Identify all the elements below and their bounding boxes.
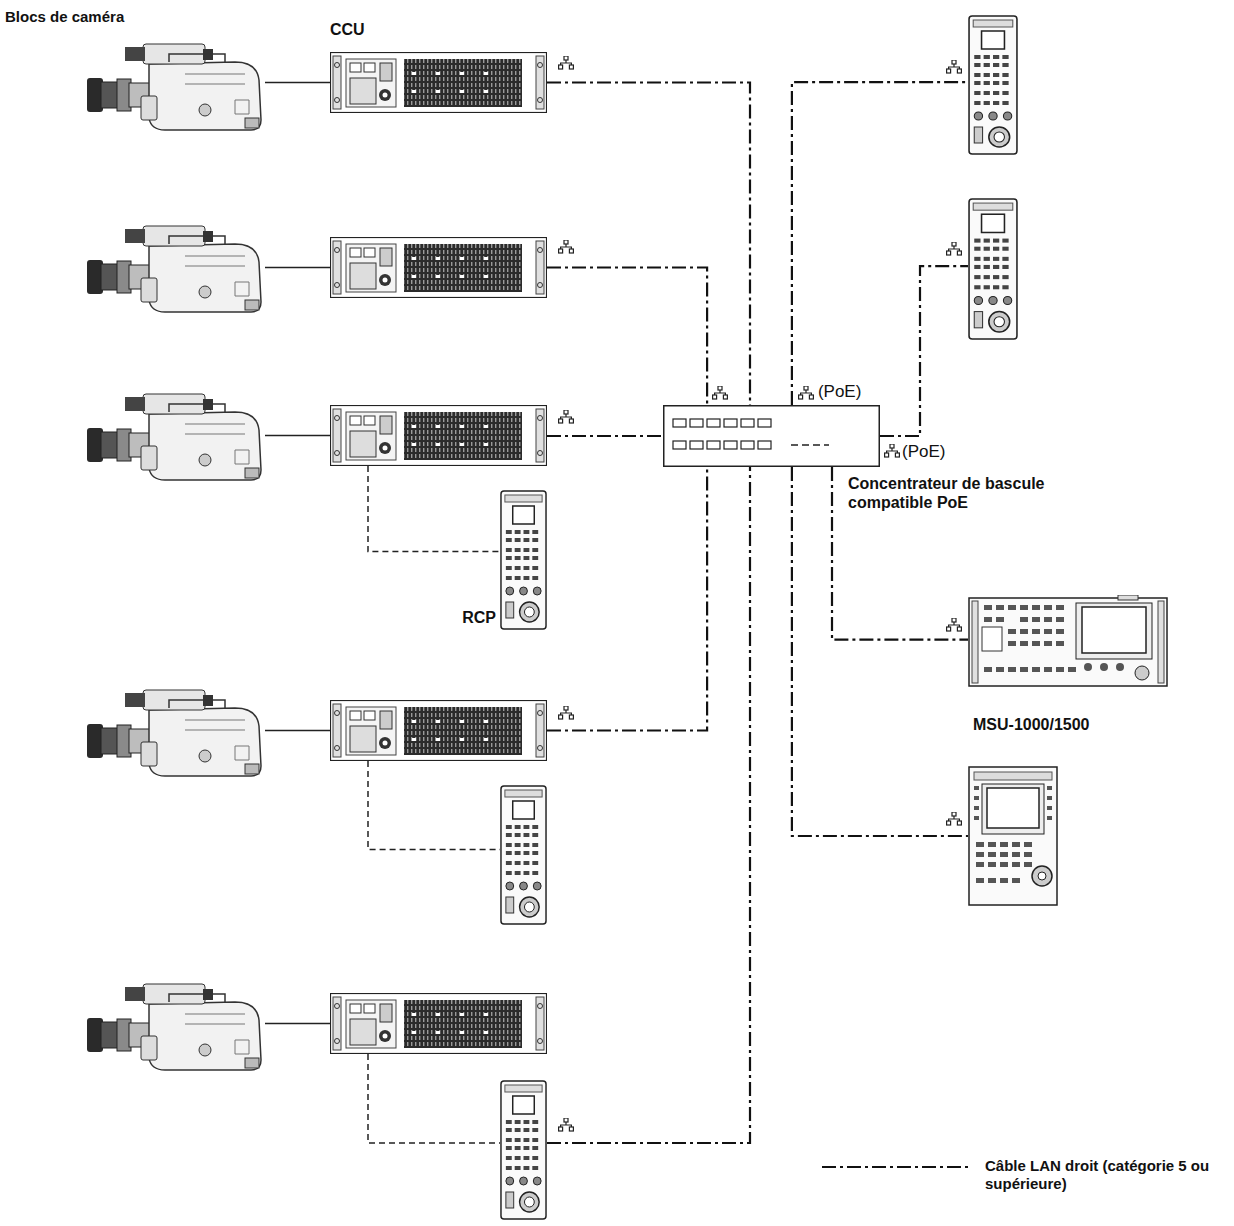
lan-port-icon: [713, 386, 728, 399]
rcp-panel-illustration: [501, 491, 546, 629]
port-label: (PoE): [902, 442, 972, 461]
rcp-panel-drawing: [968, 198, 1018, 340]
camera-block: [85, 390, 265, 485]
camera-block-drawing: [85, 40, 265, 135]
camera-block-drawing: [85, 222, 265, 317]
camera-cable: [265, 267, 330, 268]
ccu-unit-illustration: [331, 406, 547, 466]
camera-block-drawing: [85, 390, 265, 485]
lan-port-icon: [559, 410, 574, 423]
camera-block: [85, 40, 265, 135]
port-label: (PoE): [818, 382, 888, 401]
lan-cable: [880, 266, 968, 436]
lan-cable: [547, 268, 707, 406]
lan-port-icon: [559, 1118, 574, 1131]
ccu-unit: [330, 237, 547, 298]
device-label: RCP: [448, 608, 496, 627]
msu-panel-illustration: [969, 767, 1057, 905]
lan-port-icon: [947, 242, 962, 255]
lan-port-icon: [799, 386, 814, 399]
poe-switch-hub: Concentrateur de bascule compatible PoE: [663, 405, 880, 467]
lan-cable: [832, 467, 968, 640]
lan-port-icon: [947, 812, 962, 825]
lan-port-icon: [559, 706, 574, 719]
rcp-panel-illustration: [501, 786, 546, 924]
msu-panel-drawing: [968, 595, 1168, 688]
camera-cable: [265, 435, 330, 436]
ccu-unit-drawing: [330, 993, 547, 1054]
ccu-unit-drawing: [330, 52, 547, 113]
lan-cable: [547, 83, 750, 406]
ccu-unit-drawing: [330, 237, 547, 298]
rcp-panel-drawing: [500, 785, 547, 925]
rcp-panel-drawing: [968, 15, 1018, 155]
rcp-panel-illustration: [501, 1081, 546, 1219]
lan-cable: [547, 467, 750, 1143]
lan-port-icon: [559, 240, 574, 253]
camera-block-illustration: [87, 226, 261, 312]
rcp-panel-illustration: [969, 16, 1017, 154]
rcp-panel: [500, 1080, 547, 1220]
camera-block-illustration: [87, 394, 261, 480]
lan-port-icon: [947, 618, 962, 631]
camera-block-drawing: [85, 980, 265, 1075]
rcp-cable: [368, 761, 500, 849]
poe-switch-hub-drawing: [663, 405, 880, 467]
rcp-panel: [500, 785, 547, 925]
ccu-unit: CCU: [330, 52, 547, 113]
camera-block: [85, 980, 265, 1075]
ccu-unit: [330, 993, 547, 1054]
camera-cable: [265, 730, 330, 731]
camera-block-illustration: [87, 690, 261, 776]
lan-port-icon: [885, 444, 900, 457]
ccu-unit-drawing: [330, 700, 547, 761]
poe-switch-hub-illustration: [664, 406, 880, 467]
legend-line-sample: [822, 1166, 970, 1168]
ccu-unit: [330, 405, 547, 466]
camera-block: [85, 686, 265, 781]
ccu-unit-illustration: [331, 238, 547, 298]
lan-cable: [547, 467, 707, 731]
group-label: Blocs de caméra: [5, 7, 205, 26]
ccu-unit-illustration: [331, 701, 547, 761]
rcp-panel: [968, 15, 1018, 155]
ccu-unit-illustration: [331, 994, 547, 1054]
camera-cable: [265, 82, 330, 83]
camera-block-illustration: [87, 984, 261, 1070]
lan-cable: [792, 467, 968, 836]
lan-port-icon: [947, 60, 962, 73]
rcp-panel: RCP: [500, 490, 547, 630]
rcp-panel: [968, 198, 1018, 340]
ccu-unit: [330, 700, 547, 761]
msu-panel: MSU-1000/1500: [968, 595, 1168, 688]
ccu-unit-drawing: [330, 405, 547, 466]
camera-block: [85, 222, 265, 317]
rcp-panel-drawing: [500, 490, 547, 630]
ccu-unit-illustration: [331, 53, 547, 113]
camera-cable: [265, 1023, 330, 1024]
rcp-cable: [368, 1054, 500, 1143]
camera-block-drawing: [85, 686, 265, 781]
rcp-panel-drawing: [500, 1080, 547, 1220]
device-label: MSU-1000/1500: [973, 715, 1193, 734]
msu-panel-illustration: [969, 595, 1167, 686]
device-label: Concentrateur de bascule compatible PoE: [848, 474, 1078, 512]
rcp-panel-illustration: [969, 199, 1017, 339]
rcp-cable: [368, 466, 500, 552]
msu-panel: [968, 766, 1058, 906]
msu-panel-drawing: [968, 766, 1058, 906]
device-label: CCU: [330, 20, 450, 39]
lan-port-icon: [559, 56, 574, 69]
lan-cable: [547, 435, 663, 437]
lan-cable: [792, 82, 968, 405]
legend-text: Câble LAN droit (catégorie 5 ou supérieu…: [985, 1157, 1225, 1193]
camera-block-illustration: [87, 44, 261, 130]
